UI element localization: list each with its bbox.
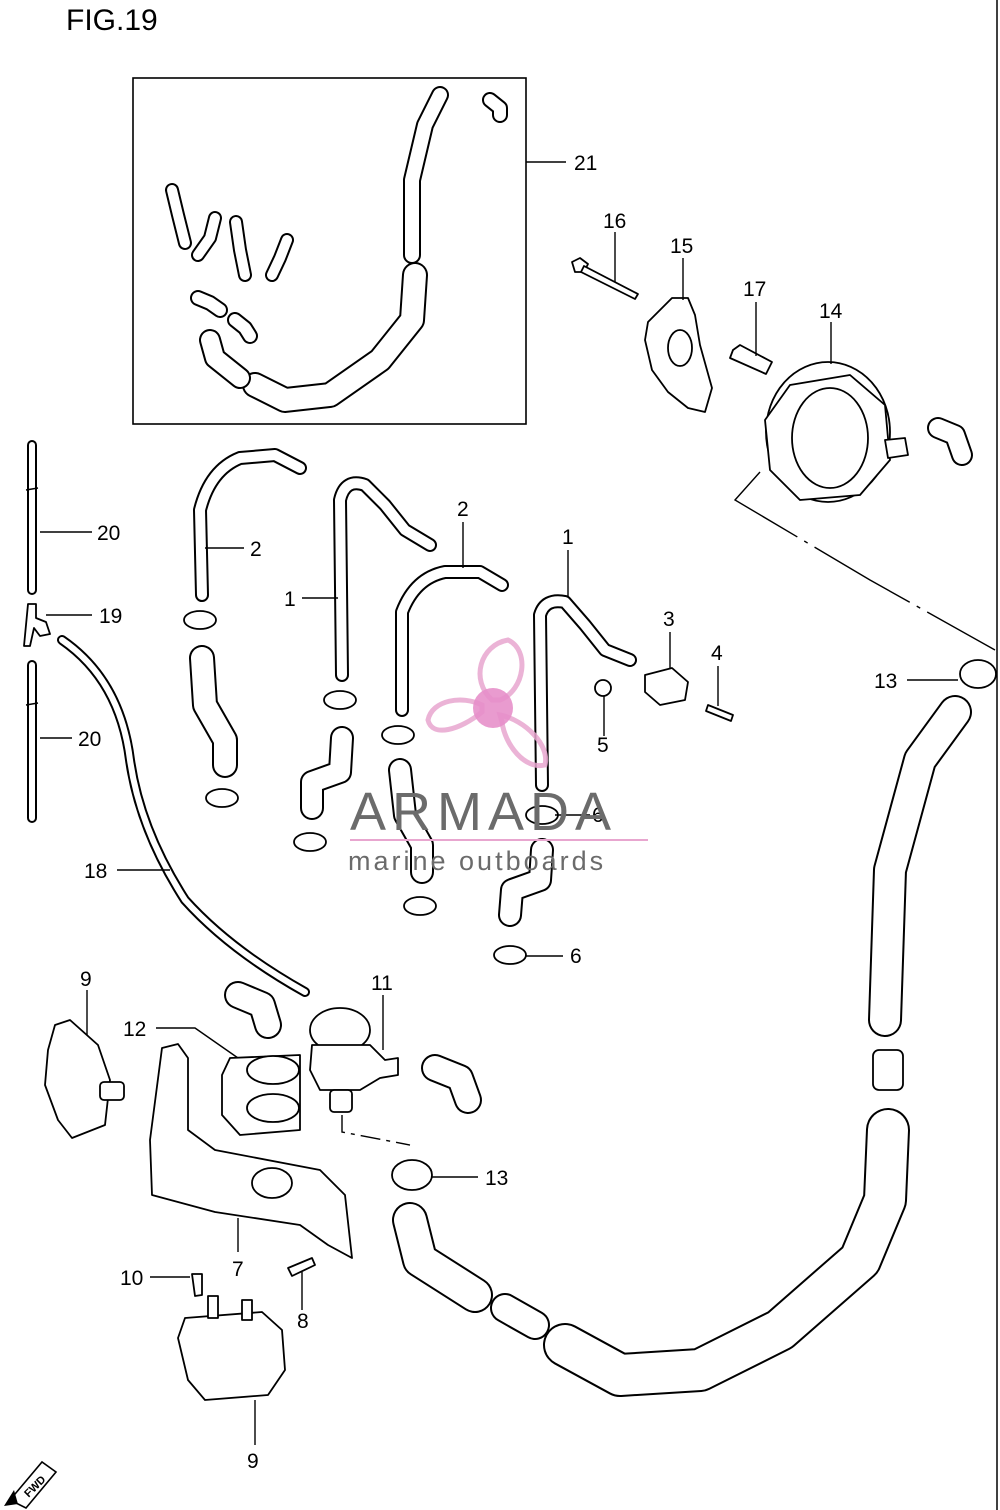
callout-10: 10: [120, 1267, 143, 1290]
callout-2b: 2: [457, 498, 469, 521]
valve-bracket-12: [221, 1054, 301, 1136]
logo-propeller-blade-1: [477, 637, 525, 703]
clamp-13-bottom: [391, 1159, 433, 1191]
kit-hoses: [165, 86, 508, 413]
mount-plate-7: [149, 1043, 353, 1259]
bracket-hole: [667, 329, 693, 367]
callout-20a: 20: [97, 522, 120, 545]
callout-14: 14: [819, 300, 843, 323]
callout-13b: 13: [485, 1167, 508, 1190]
callout-18: 18: [84, 860, 107, 883]
callout-1b: 1: [562, 526, 574, 549]
callout-9b: 9: [247, 1450, 259, 1473]
callout-15: 15: [670, 235, 693, 258]
hose-2-mid: [395, 565, 509, 717]
nut-part: [594, 679, 612, 697]
callout-5: 5: [597, 734, 609, 757]
air-valve-part: [309, 1007, 399, 1113]
callout-8: 8: [297, 1310, 309, 1333]
figure-title: FIG.19: [66, 4, 158, 37]
fwd-arrow-icon: [4, 1460, 58, 1509]
callout-19: 19: [99, 605, 122, 628]
stud-part: [705, 704, 734, 722]
tee-joint-19: [23, 603, 51, 647]
callout-7: 7: [232, 1258, 244, 1281]
callout-13a: 13: [874, 670, 897, 693]
callout-17: 17: [743, 278, 766, 301]
hose-clamps: [183, 610, 559, 965]
callout-3: 3: [663, 608, 675, 631]
callout-6b: 6: [570, 945, 582, 968]
silencer-part: [764, 361, 973, 503]
watermark-tagline: marine outboards: [348, 846, 606, 876]
break-20-upper: [25, 487, 39, 491]
logo-propeller-blade-2: [496, 711, 549, 769]
break-20-lower: [25, 702, 39, 706]
solenoid-9-top: [44, 1019, 125, 1139]
callout-12: 12: [123, 1018, 146, 1041]
clamp-13-top: [959, 659, 997, 689]
hose-2-left: [193, 448, 307, 602]
plate-hole: [251, 1167, 293, 1199]
assembly-line-14: [733, 471, 996, 651]
watermark-brand: ARMADA: [350, 782, 617, 842]
logo-propeller-blade-3: [425, 697, 485, 733]
leader-12: [156, 1027, 239, 1059]
gasket-part: [644, 667, 689, 706]
callout-2a: 2: [250, 538, 262, 561]
logo-hub: [473, 688, 513, 728]
callout-9a: 9: [80, 968, 92, 991]
hose-1-right: [533, 594, 637, 792]
callout-11: 11: [371, 972, 393, 995]
watermark-logo: [425, 637, 549, 769]
bolt-part: [571, 257, 639, 300]
hose-1-left: [333, 476, 437, 682]
right-hoses: [392, 695, 972, 1397]
assembly-line-11: [341, 1115, 411, 1146]
collar-part: [729, 344, 773, 375]
long-hose-18: [57, 635, 310, 997]
callout-21: 21: [574, 152, 597, 175]
callout-6a: 6: [592, 804, 604, 827]
elbow-hoses: [189, 645, 554, 927]
callout-16: 16: [603, 210, 626, 233]
screw-8: [287, 1257, 316, 1277]
callout-20b: 20: [78, 728, 101, 751]
callout-1a: 1: [284, 588, 296, 611]
solenoid-9-bottom: [177, 1295, 286, 1401]
elbow-hose-top: [224, 981, 482, 1114]
kit-box: [132, 77, 527, 425]
screw-10: [191, 1273, 203, 1297]
callout-4: 4: [711, 642, 723, 665]
